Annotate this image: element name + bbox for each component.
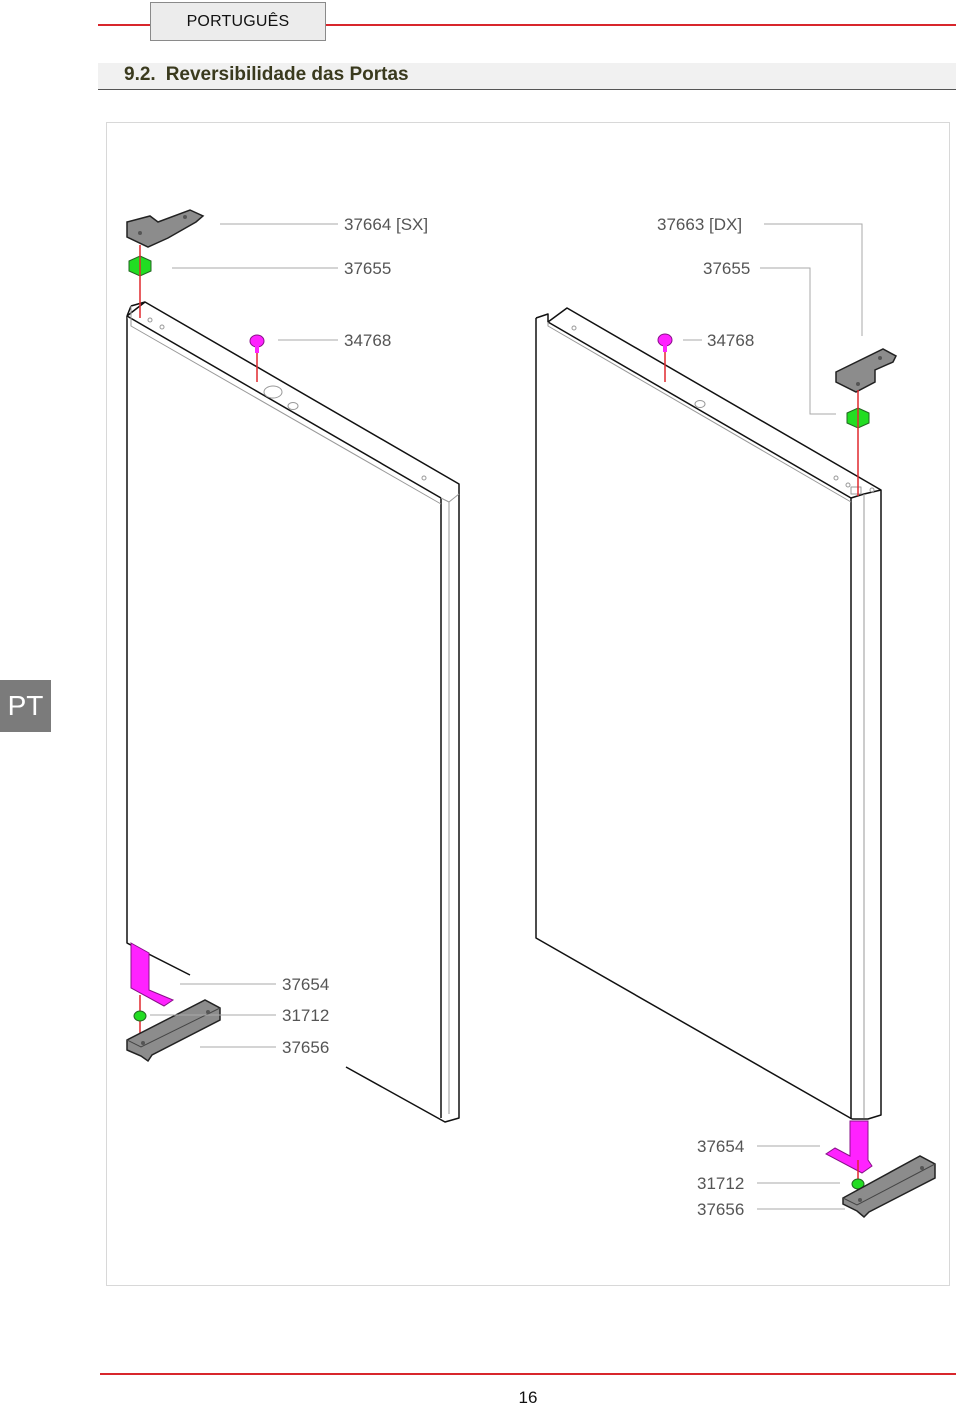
left-top-hinge xyxy=(126,209,205,248)
left-bottom-hinge-label: 37656 xyxy=(282,1038,329,1057)
right-top-hinge xyxy=(835,348,897,393)
language-tab: PORTUGUÊS xyxy=(150,2,326,41)
left-bottom-bushing-label: 31712 xyxy=(282,1006,329,1025)
right-top-hinge-label: 37663 [DX] xyxy=(657,215,742,234)
left-bottom-bracket-label: 37654 xyxy=(282,975,329,994)
right-top-pin-label: 34768 xyxy=(707,331,754,350)
language-side-tab: PT xyxy=(0,680,51,732)
left-bottom-hinge xyxy=(126,999,221,1063)
left-top-pin-shank xyxy=(255,345,259,353)
section-title-text: Reversibilidade das Portas xyxy=(165,64,409,85)
left-bottom-bracket xyxy=(130,942,175,1007)
diagram-frame xyxy=(106,122,950,1286)
left-top-bushing-label: 37655 xyxy=(344,259,391,278)
left-bottom-bushing xyxy=(133,1010,147,1022)
page-number: 16 xyxy=(518,1388,538,1407)
right-bottom-hinge-label: 37656 xyxy=(697,1200,744,1219)
left-door xyxy=(126,301,460,1123)
left-top-hinge-label: 37664 [SX] xyxy=(344,215,428,234)
right-bottom-bracket-label: 37654 xyxy=(697,1137,744,1156)
right-door xyxy=(535,307,882,1120)
top-rule xyxy=(98,24,956,26)
section-title: 9.2. Reversibilidade das Portas xyxy=(124,64,409,86)
section-number: 9.2. xyxy=(124,64,156,85)
right-top-pin-shank xyxy=(663,344,667,352)
right-top-bushing-label: 37655 xyxy=(703,259,750,278)
right-bottom-bushing-label: 31712 xyxy=(697,1174,744,1193)
bottom-rule xyxy=(100,1373,956,1375)
leader-lines xyxy=(150,223,863,1210)
left-top-pin-label: 34768 xyxy=(344,331,391,350)
section-bar xyxy=(98,63,956,90)
right-bottom-hinge xyxy=(842,1155,936,1219)
right-bottom-bracket xyxy=(825,1120,873,1174)
